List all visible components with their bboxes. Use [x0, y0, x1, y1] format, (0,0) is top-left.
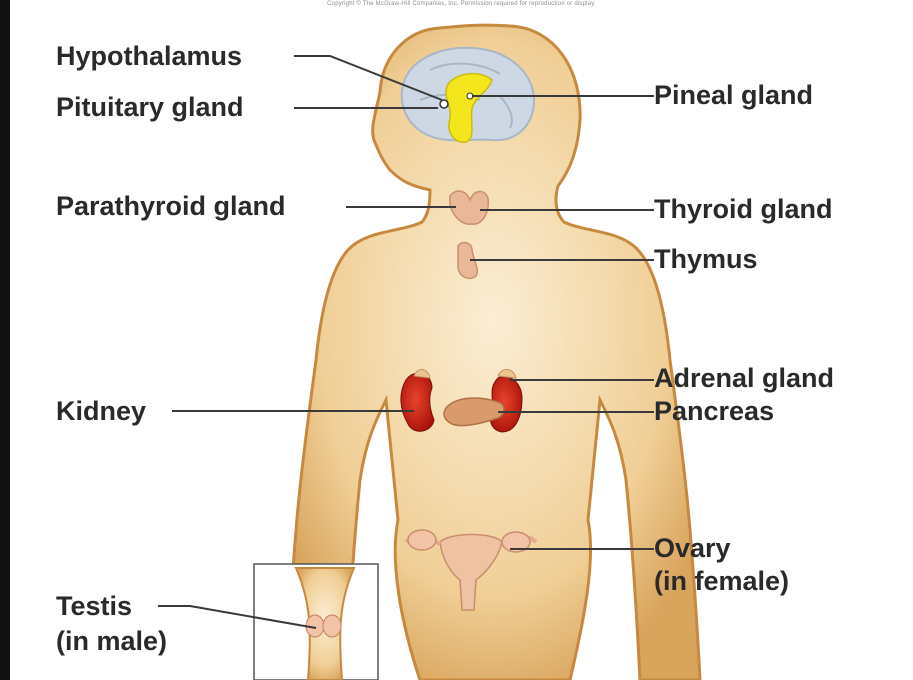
label-testis-note: (in male) — [56, 626, 167, 657]
pituitary-gland — [440, 100, 448, 108]
label-parathyroid-gland: Parathyroid gland — [56, 191, 286, 222]
label-adrenal-gland: Adrenal gland — [654, 363, 834, 394]
label-hypothalamus: Hypothalamus — [56, 41, 242, 72]
label-ovary-note: (in female) — [654, 566, 789, 597]
ovary-left — [408, 530, 436, 550]
label-kidney: Kidney — [56, 396, 146, 427]
label-thymus: Thymus — [654, 244, 758, 275]
label-pineal-gland: Pineal gland — [654, 80, 813, 111]
label-thyroid-gland: Thyroid gland — [654, 194, 833, 225]
left-dark-edge — [0, 0, 10, 680]
label-pancreas: Pancreas — [654, 396, 774, 427]
label-ovary: Ovary — [654, 533, 731, 564]
testis-right — [323, 615, 341, 637]
endocrine-diagram: Copyright © The McGraw-Hill Companies, I… — [10, 0, 913, 680]
label-pituitary-gland: Pituitary gland — [56, 92, 244, 123]
label-testis: Testis — [56, 591, 132, 622]
